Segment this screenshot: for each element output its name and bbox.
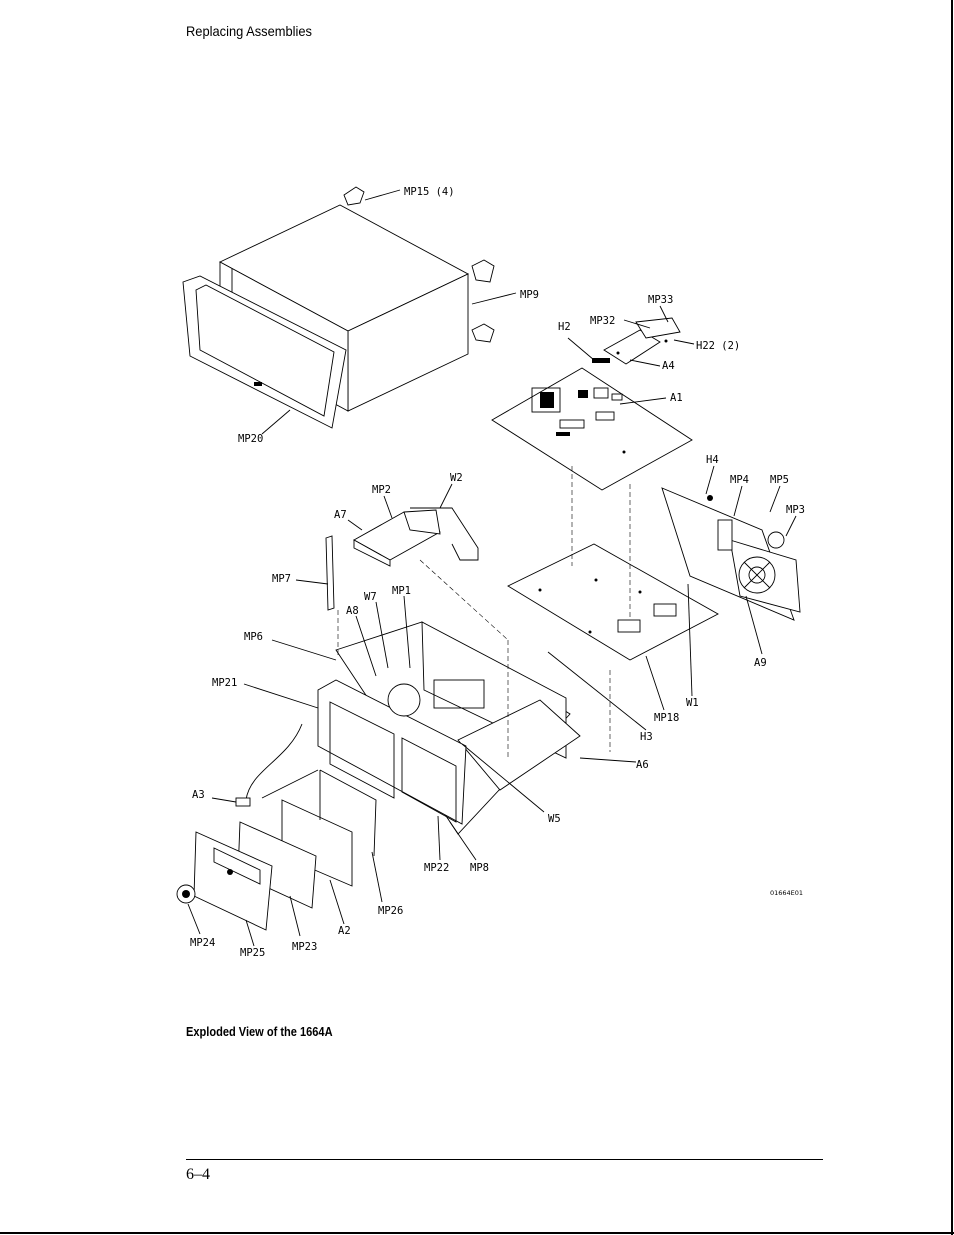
disk-drive-a7 bbox=[353, 507, 479, 567]
label-w7: W7 bbox=[364, 591, 377, 603]
label-mp7: MP7 bbox=[272, 573, 291, 585]
label-mp1: MP1 bbox=[392, 585, 411, 597]
figure-caption: Exploded View of the 1664A bbox=[186, 1024, 333, 1039]
label-mp26: MP26 bbox=[378, 905, 403, 917]
label-mp21: MP21 bbox=[212, 677, 237, 689]
label-mp5: MP5 bbox=[770, 474, 789, 486]
page-border-right bbox=[951, 0, 953, 1235]
label-mp24: MP24 bbox=[190, 937, 215, 949]
chassis-tray-mp18 bbox=[507, 543, 719, 661]
label-mp23: MP23 bbox=[292, 941, 317, 953]
alignment-lines bbox=[337, 466, 631, 760]
page-border-bottom bbox=[0, 1232, 954, 1234]
running-head: Replacing Assemblies bbox=[186, 23, 313, 39]
leader-lines bbox=[187, 189, 797, 947]
label-mp8: MP8 bbox=[470, 862, 489, 874]
figure-id: 01664E01 bbox=[770, 889, 803, 897]
bracket-mp7 bbox=[325, 535, 335, 611]
label-mp4: MP4 bbox=[730, 474, 749, 486]
label-mp25: MP25 bbox=[240, 947, 265, 959]
label-mp18: MP18 bbox=[654, 712, 679, 724]
page-number: 6–4 bbox=[186, 1166, 210, 1183]
label-h22: H22 (2) bbox=[696, 340, 740, 352]
label-mp9: MP9 bbox=[520, 289, 539, 301]
label-h2: H2 bbox=[558, 321, 571, 333]
front-frame-mp21 bbox=[317, 679, 467, 825]
main-chassis bbox=[335, 621, 581, 835]
label-w1: W1 bbox=[686, 697, 699, 709]
label-a2: A2 bbox=[338, 925, 351, 937]
label-a3: A3 bbox=[192, 789, 205, 801]
label-a9: A9 bbox=[754, 657, 767, 669]
board-a2 bbox=[281, 769, 377, 887]
label-a8: A8 bbox=[346, 605, 359, 617]
label-a7: A7 bbox=[334, 509, 347, 521]
label-mp3: MP3 bbox=[786, 504, 805, 516]
cable-a3 bbox=[235, 723, 303, 807]
footer-rule bbox=[186, 1159, 823, 1160]
label-mp6: MP6 bbox=[244, 631, 263, 643]
label-mp15: MP15 (4) bbox=[404, 186, 455, 198]
label-mp33: MP33 bbox=[648, 294, 673, 306]
label-a6: A6 bbox=[636, 759, 649, 771]
label-mp20: MP20 bbox=[238, 433, 263, 445]
label-mp2: MP2 bbox=[372, 484, 391, 496]
label-h3: H3 bbox=[640, 731, 653, 743]
callout-labels: MP15 (4) MP9 MP33 MP32 H2 H22 (2) A4 A1 … bbox=[190, 186, 805, 959]
front-bezel-mp20 bbox=[182, 275, 347, 429]
front-panel-mp25 bbox=[193, 831, 273, 931]
feet-mp15 bbox=[343, 186, 495, 343]
board-a1 bbox=[491, 367, 693, 491]
rear-panel bbox=[661, 487, 801, 621]
label-w5: W5 bbox=[548, 813, 561, 825]
label-a4: A4 bbox=[662, 360, 675, 372]
label-w2: W2 bbox=[450, 472, 463, 484]
label-mp32: MP32 bbox=[590, 315, 615, 327]
label-h4: H4 bbox=[706, 454, 719, 466]
connector-a4 bbox=[592, 317, 681, 365]
label-a1: A1 bbox=[670, 392, 683, 404]
label-mp22: MP22 bbox=[424, 862, 449, 874]
knob-mp24 bbox=[176, 884, 196, 904]
